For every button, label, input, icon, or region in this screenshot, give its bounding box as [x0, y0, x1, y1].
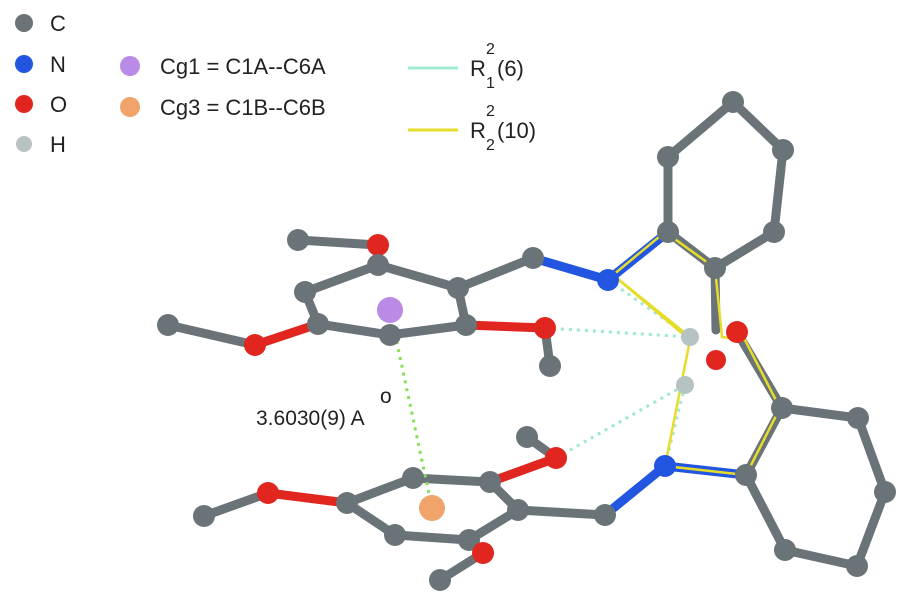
atom-o-phenyl-upper — [726, 321, 748, 343]
svg-text:2: 2 — [486, 103, 495, 120]
atom-c-imine-lower — [594, 504, 616, 526]
legend-r216-label: R 2 1 (6) — [470, 41, 524, 92]
legend-oxygen-marker — [15, 95, 33, 113]
legend-oxygen-label: O — [50, 92, 67, 117]
ring-b-o-bond-1 — [263, 488, 352, 508]
atom-o-ring-b-lower — [472, 542, 494, 564]
atom-c-methyl-b-top — [516, 426, 538, 448]
atom-c-phenyl-l1 — [735, 464, 757, 486]
legend-cg3-label: Cg3 = C1B--C6B — [160, 95, 326, 120]
atom-c-ring-b-4 — [458, 529, 480, 551]
atom-c-ring-a-6 — [447, 277, 469, 299]
atom-c-ring-b-6 — [336, 492, 358, 514]
svg-text:1: 1 — [486, 75, 495, 92]
upper-imine-bond — [453, 253, 538, 293]
atom-c-phenyl-l4 — [874, 481, 896, 503]
legend-carbon-label: C — [50, 11, 66, 36]
atom-h-2 — [676, 376, 694, 394]
atom-o-left — [244, 334, 266, 356]
atom-c-phenyl-u4 — [772, 139, 794, 161]
upper-n-c-bond — [528, 253, 613, 285]
hbond-n-h1 — [607, 278, 691, 339]
atom-c-methyl-b-lower — [429, 569, 451, 591]
atom-c-phenyl-l6 — [774, 539, 796, 561]
atom-c-ring-a-4 — [379, 324, 401, 346]
atom-n-upper — [597, 269, 619, 291]
atom-n-lower — [654, 455, 676, 477]
hbond-n-h2 — [663, 384, 687, 467]
r2210-cross-line — [612, 274, 691, 338]
ring-a-o-bond-2 — [250, 319, 323, 350]
atom-c-phenyl-l3 — [847, 407, 869, 429]
atom-c-phenyl-u6 — [704, 257, 726, 279]
atom-c-imine-upper — [522, 247, 544, 269]
svg-text:(6): (6) — [497, 56, 524, 81]
atom-o-ring-a-lower — [534, 317, 556, 339]
ring-a-left-methoxy-bond — [163, 320, 260, 350]
atom-c-methyl-top — [287, 229, 309, 251]
atom-c-phenyl-l2 — [771, 397, 793, 419]
atom-c-phenyl-u2 — [657, 146, 679, 168]
atom-c-methyl-left — [157, 314, 179, 336]
distance-label: o 3.6030(9) A — [256, 385, 392, 430]
svg-text:2: 2 — [486, 137, 495, 154]
legend-nitrogen-label: N — [50, 52, 66, 77]
svg-text:R: R — [470, 118, 486, 143]
interaction-lines — [388, 230, 782, 509]
legend-cg1-label: Cg1 = C1A--C6A — [160, 54, 326, 79]
svg-text:R: R — [470, 56, 486, 81]
atoms — [157, 91, 896, 591]
atom-c-methyl-a-lower — [539, 355, 561, 377]
r2210-ring-path — [611, 230, 782, 477]
legend-hydrogen-marker — [16, 136, 32, 152]
svg-text:(10): (10) — [497, 118, 536, 143]
atom-o-phenyl-upper-2 — [706, 350, 726, 370]
hbond-ob-h2 — [555, 383, 686, 460]
legend-cg3-marker — [120, 97, 140, 117]
atom-c-methyl-b-left — [193, 505, 215, 527]
lower-imine-bond — [513, 505, 610, 520]
atom-c-ring-b-3 — [507, 499, 529, 521]
distance-value: 3.6030(9) A — [256, 407, 365, 430]
ring-a-o-bond-3 — [461, 320, 550, 333]
atom-c-phenyl-u1 — [657, 221, 679, 243]
atom-c-phenyl-l5 — [846, 555, 868, 577]
centroid-cg3 — [419, 495, 445, 521]
legend-carbon-marker — [15, 14, 33, 32]
hbond-oa-h1 — [544, 326, 691, 339]
atom-h-1 — [681, 328, 699, 346]
legend-r2210-label: R 2 2 (10) — [470, 103, 536, 154]
upper-phenyl-bonds — [663, 95, 788, 274]
atom-c-ring-b-5 — [384, 524, 406, 546]
atom-c-phenyl-u5 — [763, 221, 785, 243]
svg-text:2: 2 — [486, 41, 495, 58]
legend-hydrogen-label: H — [50, 132, 66, 157]
atom-c-ring-b-2 — [479, 471, 501, 493]
centroid-cg1 — [377, 297, 403, 323]
ring-b-methoxy-bond — [199, 488, 273, 521]
atom-o-top — [367, 234, 389, 256]
atom-c-ring-b-1 — [402, 467, 424, 489]
atom-c-ring-a-1 — [367, 254, 389, 276]
atom-o-ring-b-left — [257, 482, 279, 504]
ring-a-methoxy-bond — [293, 235, 383, 250]
legend-cg1-marker — [120, 56, 140, 76]
ring-b-o-bond-3 — [485, 453, 561, 487]
atom-c-ring-a-3 — [307, 313, 329, 335]
atom-o-ring-b-upper — [545, 447, 567, 469]
atom-c-ring-a-2 — [294, 281, 316, 303]
atom-c-ring-a-5 — [455, 314, 477, 336]
legend: C N O H Cg1 = C1A--C6A Cg3 = C1B--C6B R … — [15, 11, 536, 157]
atom-c-phenyl-u3 — [722, 91, 744, 113]
angstrom-ring: o — [380, 385, 392, 408]
legend-nitrogen-marker — [15, 55, 33, 73]
lower-n-c-bond — [600, 461, 670, 520]
